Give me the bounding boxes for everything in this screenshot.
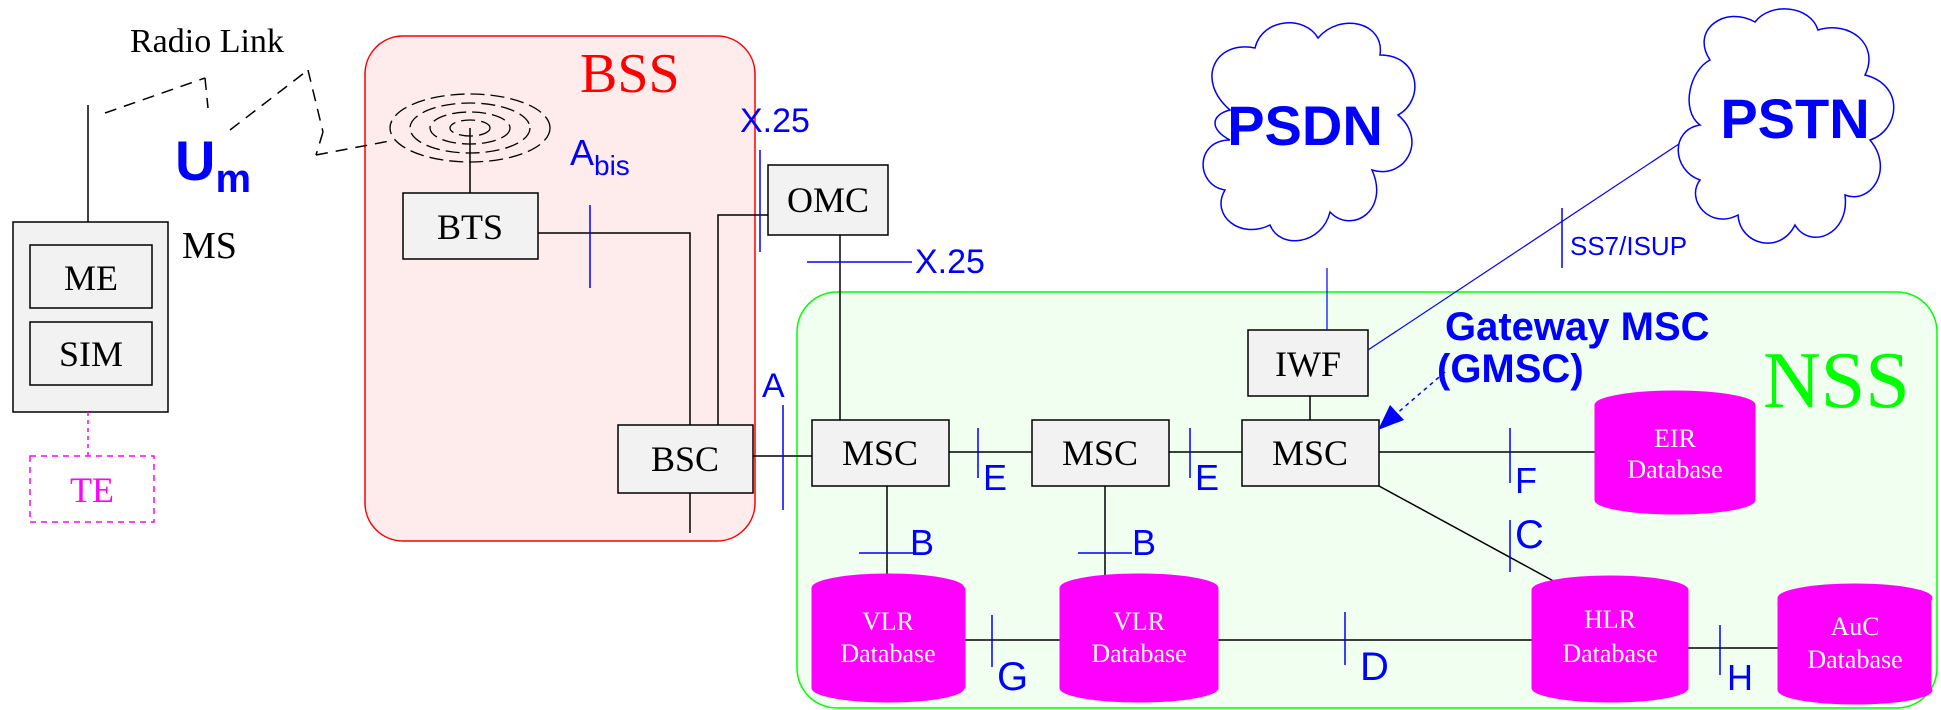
x25-top-label: X.25 [740,102,810,140]
omc-box [767,164,889,236]
pstn-label: PSTN [1720,87,1869,150]
msc1-box [811,419,950,487]
bsc-label: BSC [651,439,719,479]
f-label: F [1515,460,1537,501]
gateway-label-line1: Gateway MSC [1445,305,1710,349]
hlr-label-1: HLR [1584,605,1637,634]
nss-label: NSS [1763,337,1910,425]
b2-label: B [1132,522,1156,563]
vlr1-label-1: VLR [862,607,915,636]
pstn-cloud: PSTN [1677,8,1895,244]
um-label: Um [175,129,251,201]
eir-label-2: Database [1627,455,1722,484]
e2-label: E [1195,457,1219,498]
eir-database: EIR Database [1594,390,1756,515]
e1-label: E [983,457,1007,498]
g-label: G [997,655,1028,699]
hlr-label-2: Database [1562,639,1657,668]
bts-box [402,192,539,260]
te-label: TE [70,470,114,510]
bsc-omc-link [717,214,768,425]
sim-box [29,321,153,386]
omc-label: OMC [787,180,869,220]
sim-label: SIM [59,334,123,374]
ss7-label: SS7/ISUP [1570,231,1687,261]
gateway-label-line2: (GMSC) [1437,347,1584,391]
pstn-iwf-link [1367,129,1701,351]
d-label: D [1360,645,1389,689]
psdn-cloud: PSDN [1202,22,1416,242]
bss-label: BSS [580,43,680,105]
auc-label-2: Database [1807,645,1902,674]
msc2-label: MSC [1062,433,1138,473]
radio-link-lines [104,69,396,156]
abis-label: Abis [570,132,630,181]
vlr2-database: VLR Database [1059,573,1219,703]
me-box [29,244,153,309]
auc-label-1: AuC [1830,612,1879,641]
x25-right-label: X.25 [915,243,985,281]
gateway-arrow-shaft [1394,371,1446,416]
ms-label: MS [182,225,237,267]
gateway-arrow-head [1378,405,1404,430]
te-box [29,455,155,523]
msc2-box [1031,419,1170,487]
vlr1-database: VLR Database [811,573,966,703]
msc3-hlr-link [1378,485,1571,591]
hlr-database: HLR Database [1531,575,1689,703]
vlr1-label-2: Database [840,639,935,668]
eir-label-1: EIR [1654,424,1697,453]
auc-database: AuC Database [1777,583,1933,705]
b1-label: B [910,522,934,563]
bts-label: BTS [437,207,503,247]
iwf-label: IWF [1275,344,1341,384]
bsc-box [617,424,754,494]
iwf-box [1247,329,1369,397]
vlr2-label-2: Database [1091,639,1186,668]
vlr2-label-1: VLR [1113,607,1166,636]
c-label: C [1515,513,1544,557]
msc1-label: MSC [842,433,918,473]
psdn-label: PSDN [1227,94,1383,157]
msc3-label: MSC [1272,433,1348,473]
radio-link-label: Radio Link [130,23,284,60]
me-label: ME [64,258,118,298]
a-label: A [762,367,785,405]
h-label: H [1727,657,1753,698]
